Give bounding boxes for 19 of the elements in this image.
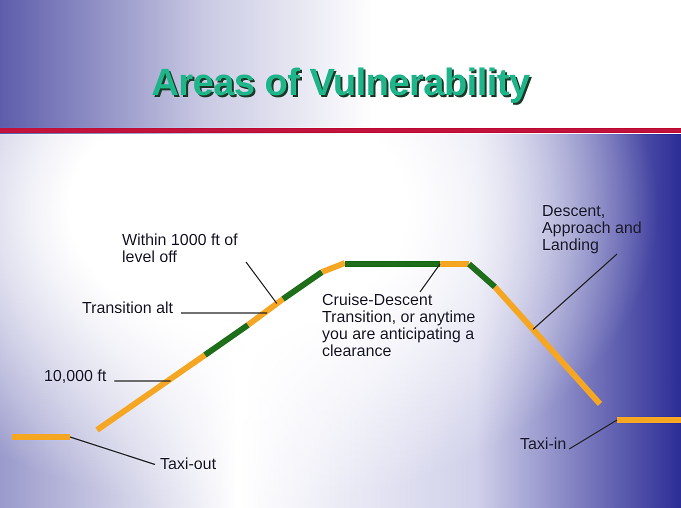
leader-line (70, 436, 156, 466)
leader-line (246, 262, 278, 304)
leader-line (568, 419, 618, 450)
callout-label: Cruise-Descent Transition, or anytime you are anticipating a clearance (322, 292, 498, 360)
flight-path-segment (12, 434, 70, 440)
callout-label: 10,000 ft (44, 368, 106, 385)
callout-label: Descent, Approach and Landing (542, 203, 652, 254)
callout-label: Taxi-in (520, 436, 566, 453)
flight-path-segment (617, 417, 681, 423)
leader-line (181, 312, 268, 314)
callout-label: Within 1000 ft of level off (122, 232, 240, 266)
leader-line (420, 264, 440, 292)
flight-path-segment (345, 261, 440, 267)
flight-path-segment (440, 261, 469, 267)
callout-label: Taxi-out (160, 456, 216, 473)
title: Areas of Vulnerability (150, 62, 531, 105)
callout-label: Transition alt (82, 300, 173, 317)
leader-line (532, 254, 618, 330)
leader-line (114, 380, 171, 382)
